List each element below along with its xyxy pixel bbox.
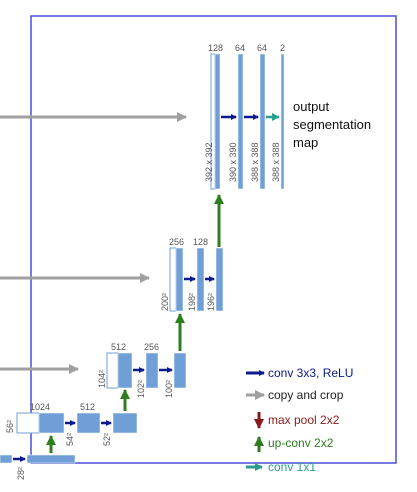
size-l4-3: 52² (102, 433, 112, 446)
block-l2-2 (196, 247, 205, 312)
ch-l4-2: 512 (80, 402, 95, 412)
block-top-2 (237, 53, 244, 190)
ch-top-2: 64 (235, 43, 245, 53)
output-label-line-2: segmentation (293, 117, 371, 132)
block-l2-copied (169, 247, 177, 312)
block-l2-3 (215, 247, 224, 312)
legend: conv 3x3, ReLU copy and crop max pool 2x… (246, 366, 353, 474)
legend-copy-label: copy and crop (268, 388, 344, 402)
block-top-3 (259, 53, 266, 190)
ch-top-3: 64 (257, 43, 267, 53)
block-l2-1 (175, 247, 184, 312)
output-label-line-3: map (293, 135, 318, 150)
size-l2-3: 196² (206, 293, 216, 311)
size-top-4: 388 x 388 (271, 142, 281, 182)
block-l3-3 (173, 352, 187, 389)
size-l3-2: 102² (136, 380, 146, 398)
block-top-1 (214, 53, 221, 190)
ch-l3-2: 256 (144, 342, 159, 352)
ch-l4-1: 1024 (30, 402, 50, 412)
block-top-4 (280, 53, 285, 190)
block-l3-1 (117, 352, 133, 389)
block-l4-3 (112, 412, 138, 434)
ch-l2-1: 256 (169, 237, 184, 247)
ch-top-1: 128 (208, 43, 223, 53)
size-top-3: 388 x 388 (250, 142, 260, 182)
block-bottom-2 (26, 454, 76, 464)
size-top-1: 392 x 392 (204, 142, 214, 182)
ch-top-4: 2 (280, 43, 285, 53)
legend-conv-label: conv 3x3, ReLU (268, 366, 353, 380)
block-l4-copied (16, 412, 40, 434)
size-l3-3: 100² (164, 380, 174, 398)
size-l3-1: 104² (97, 370, 107, 388)
legend-conv1x1-label: conv 1x1 (268, 460, 316, 474)
ch-l3-1: 512 (111, 342, 126, 352)
block-bottom-1 (0, 454, 13, 464)
output-label-line-1: output (293, 99, 330, 114)
ch-l2-2: 128 (193, 237, 208, 247)
block-l3-2 (145, 352, 159, 389)
expansive-path-frame (30, 15, 397, 464)
size-l4-1: 56² (5, 420, 15, 433)
size-l2-1: 200² (160, 293, 170, 311)
legend-upconv-label: up-conv 2x2 (268, 436, 334, 450)
size-bottom: 28² (16, 467, 26, 480)
block-l3-copied (106, 352, 119, 389)
legend-pool-label: max pool 2x2 (268, 413, 340, 427)
size-l2-2: 198² (187, 293, 197, 311)
size-top-2: 390 x 390 (228, 142, 238, 182)
block-l4-1 (38, 412, 65, 434)
size-l4-2: 54² (65, 433, 75, 446)
block-l4-2 (76, 412, 101, 434)
output-label: output segmentation map (293, 99, 375, 150)
